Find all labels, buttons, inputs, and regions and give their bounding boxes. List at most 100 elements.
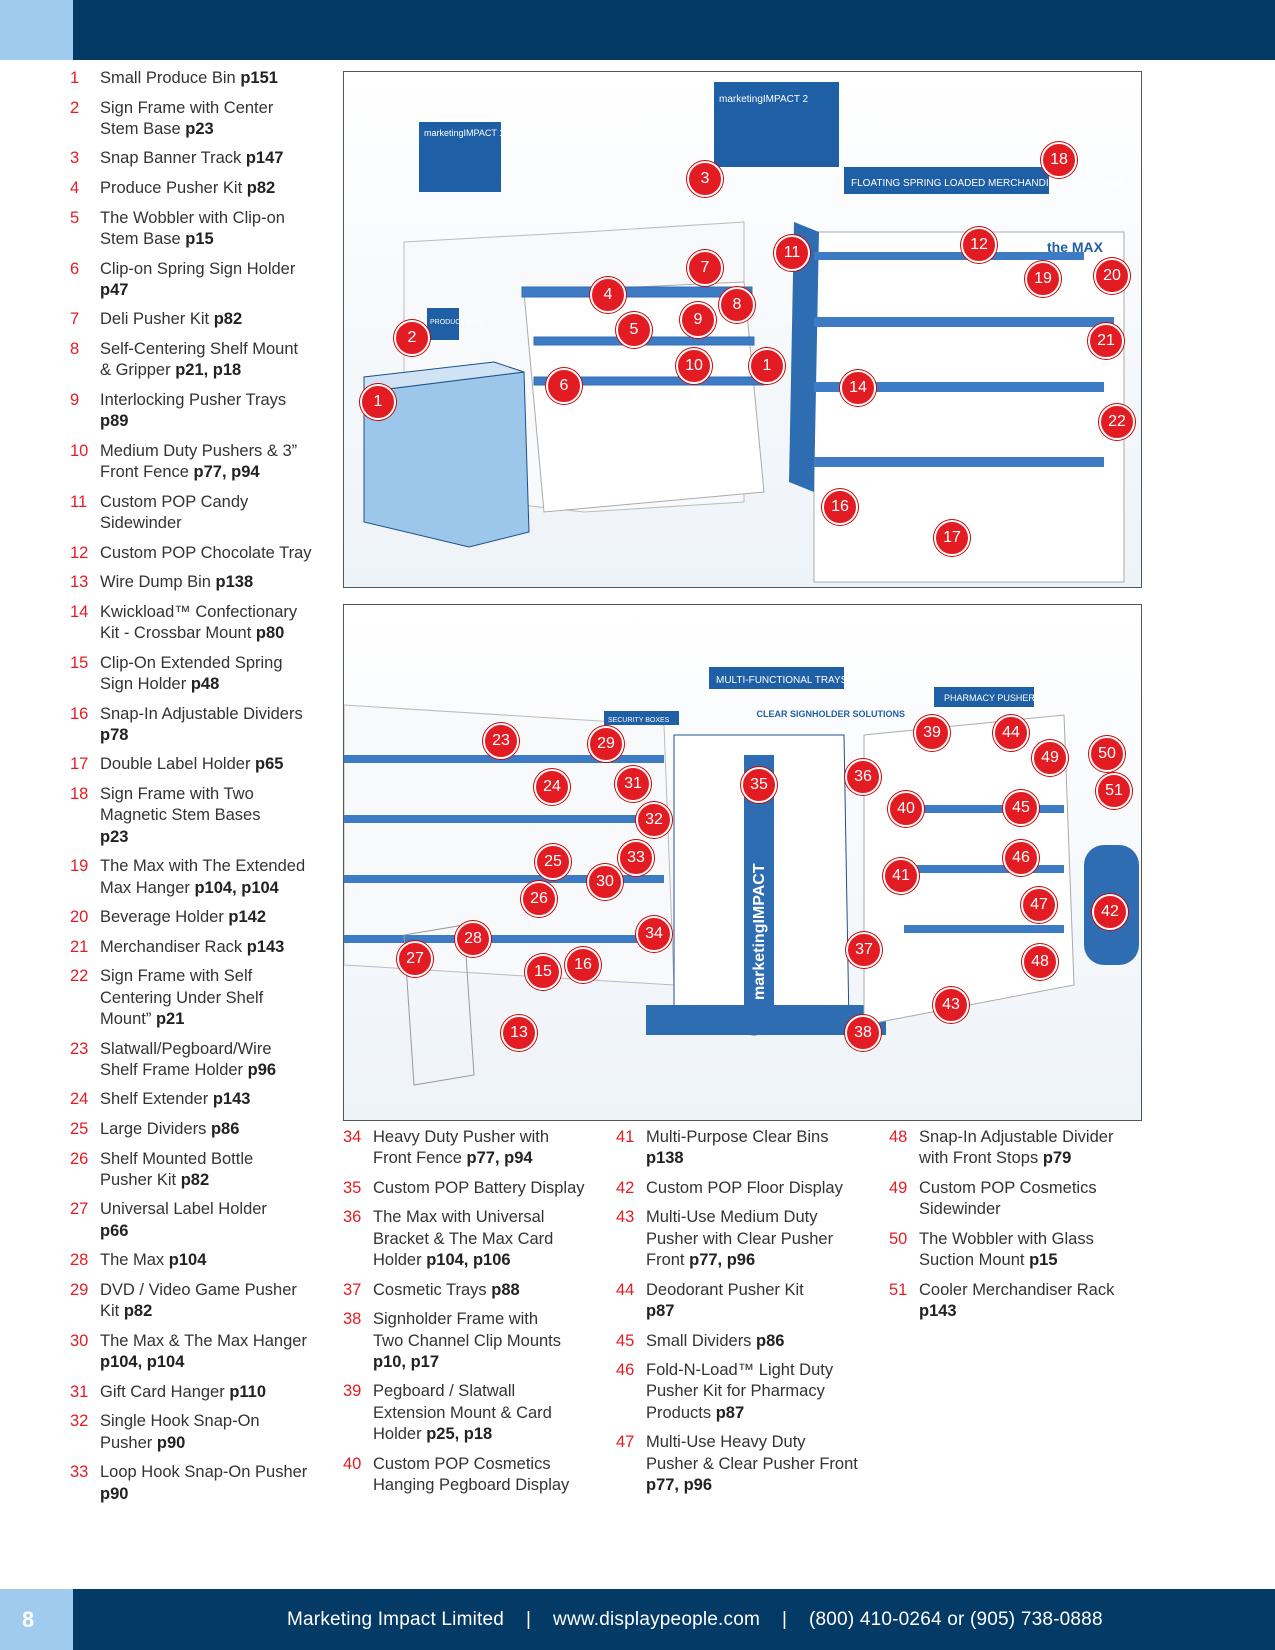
item-text: Snap-In Adjustable Divider with Front St… — [919, 1128, 1114, 1168]
callout-marker: 48 — [1022, 944, 1058, 980]
item-label: Multi-Use Medium Duty Pusher with Clear … — [646, 1207, 833, 1271]
item-number: 30 — [70, 1331, 89, 1350]
item-number: 27 — [70, 1200, 89, 1219]
item-number: 9 — [70, 390, 80, 409]
item-number: 12 — [70, 543, 89, 562]
callout-marker: 24 — [534, 769, 570, 805]
item-label: Wire Dump Bin p138 — [100, 572, 253, 593]
item-number: 2 — [70, 98, 80, 117]
item-label: Heavy Duty Pusher with Front Fence p77, … — [373, 1127, 549, 1170]
callout-marker: 37 — [846, 932, 882, 968]
item-number: 41 — [616, 1128, 635, 1146]
item-number: 33 — [70, 1463, 89, 1482]
callout-marker: 3 — [687, 161, 723, 197]
banner-pharmacy-pushers: PHARMACY PUSHERS — [944, 693, 1041, 703]
page-ref: p96 — [247, 1060, 277, 1079]
item-number: 5 — [70, 208, 80, 227]
item-number: 37 — [343, 1280, 362, 1299]
callout-marker: 1 — [749, 348, 785, 384]
item-number: 18 — [70, 785, 89, 804]
page-ref: p138 — [646, 1149, 684, 1168]
item-label: Snap-In Adjustable Divider with Front St… — [919, 1127, 1113, 1170]
page-ref: p82 — [180, 1170, 210, 1189]
item-label: The Max p104 — [100, 1250, 206, 1271]
page-ref: p79 — [1042, 1149, 1072, 1168]
page-ref: p77, p96 — [689, 1251, 756, 1270]
item-label: Beverage Holder p142 — [100, 907, 266, 928]
item-number: 35 — [343, 1178, 362, 1197]
callout-marker: 35 — [741, 767, 777, 803]
page-ref: p88 — [491, 1280, 520, 1299]
item-text: Fold-N-Load™ Light Duty Pusher Kit for P… — [646, 1361, 834, 1422]
callout-marker: 7 — [687, 250, 723, 286]
item-number: 46 — [616, 1361, 635, 1380]
header-tab — [0, 0, 73, 60]
item-text: Produce Pusher Kit — [100, 179, 247, 198]
item-text: Wire Dump Bin — [100, 573, 216, 592]
item-number: 24 — [70, 1090, 89, 1109]
item-text: Merchandiser Rack — [100, 937, 247, 956]
item-label: Kwickload™ Confectionary Kit - Crossbar … — [100, 602, 297, 645]
item-label: Deodorant Pusher Kit p87 — [646, 1280, 804, 1323]
callout-marker: 21 — [1088, 323, 1124, 359]
item-number: 21 — [70, 937, 89, 956]
callout-marker: 1 — [360, 384, 396, 420]
legend-item: 32 Single Hook Snap-On Pusher p90 — [70, 1411, 325, 1454]
item-number: 20 — [70, 908, 89, 927]
item-label: Multi-Use Heavy Duty Pusher & Clear Push… — [646, 1432, 858, 1496]
page-ref: p66 — [100, 1221, 129, 1240]
page-ref: p77, p94 — [466, 1149, 533, 1168]
callout-marker: 32 — [636, 802, 672, 838]
banner-security-boxes: SECURITY BOXES — [608, 717, 670, 724]
page-ref: p80 — [255, 624, 285, 643]
page-ref: p23 — [100, 827, 129, 846]
item-label: Pegboard / Slatwall Extension Mount & Ca… — [373, 1381, 552, 1445]
item-number: 47 — [616, 1433, 635, 1452]
page-ref: p82 — [213, 310, 243, 329]
item-number: 29 — [70, 1280, 89, 1299]
page-ref: p142 — [228, 908, 267, 927]
item-number: 32 — [70, 1412, 89, 1431]
callout-marker: 45 — [1003, 790, 1039, 826]
item-number: 15 — [70, 653, 89, 672]
page-ref: p110 — [229, 1382, 267, 1401]
page-ref: p86 — [756, 1331, 785, 1350]
banner-floating: FLOATING SPRING LOADED MERCHANDISING SYS… — [851, 178, 1124, 189]
item-text: Interlocking Pusher Trays — [100, 390, 287, 409]
item-number: 14 — [70, 602, 89, 621]
item-number: 1 — [70, 69, 80, 87]
callout-marker: 22 — [1099, 404, 1135, 440]
item-number: 34 — [343, 1128, 362, 1146]
page-ref: p21, p18 — [175, 361, 242, 380]
item-text: Medium Duty Pushers & 3” Front Fence — [100, 441, 298, 482]
item-number: 42 — [616, 1178, 635, 1197]
item-label: Slatwall/Pegboard/Wire Shelf Frame Holde… — [100, 1039, 276, 1082]
item-text: Shelf Extender — [100, 1090, 213, 1109]
item-label: Signholder Frame with Two Channel Clip M… — [373, 1309, 561, 1373]
item-text: Large Dividers — [100, 1120, 211, 1138]
website-link[interactable]: www.displaypeople.com — [553, 1609, 761, 1630]
item-number: 17 — [70, 755, 89, 774]
item-text: Multi-Use Heavy Duty Pusher & Clear Push… — [646, 1433, 858, 1473]
item-number: 51 — [889, 1280, 908, 1299]
item-label: Single Hook Snap-On Pusher p90 — [100, 1411, 260, 1454]
page-ref: p10, p17 — [373, 1352, 440, 1371]
page-ref: p151 — [240, 69, 278, 87]
item-text: Deli Pusher Kit — [100, 310, 214, 329]
item-text: Custom POP Chocolate Tray — [100, 543, 312, 562]
callout-marker: 23 — [483, 723, 519, 759]
page-ref: p90 — [156, 1433, 186, 1452]
sign-marketing-impact-2: marketingIMPACT 2 — [719, 94, 809, 105]
legend-item: 47 Multi-Use Heavy Duty Pusher & Clear Pu… — [616, 1432, 881, 1496]
